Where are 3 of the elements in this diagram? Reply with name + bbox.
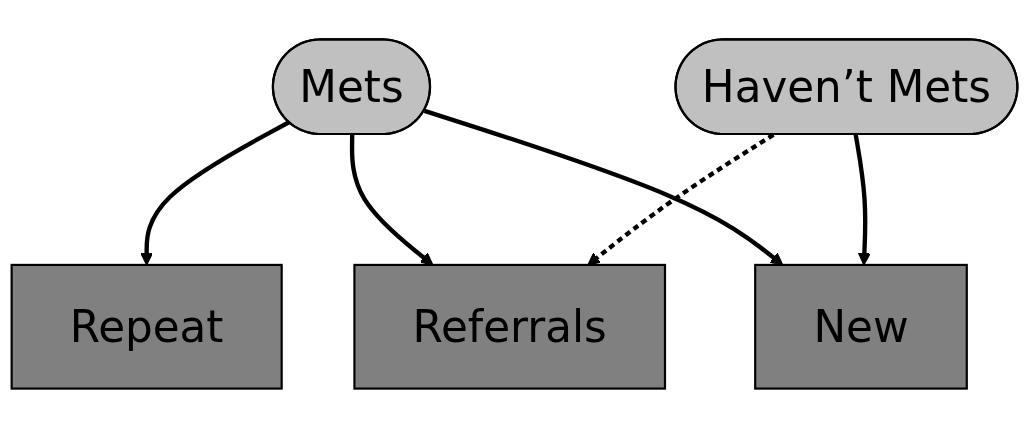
node-box: New xyxy=(754,263,968,390)
node-box: Referrals xyxy=(353,263,667,390)
node-box: Repeat xyxy=(10,263,283,390)
